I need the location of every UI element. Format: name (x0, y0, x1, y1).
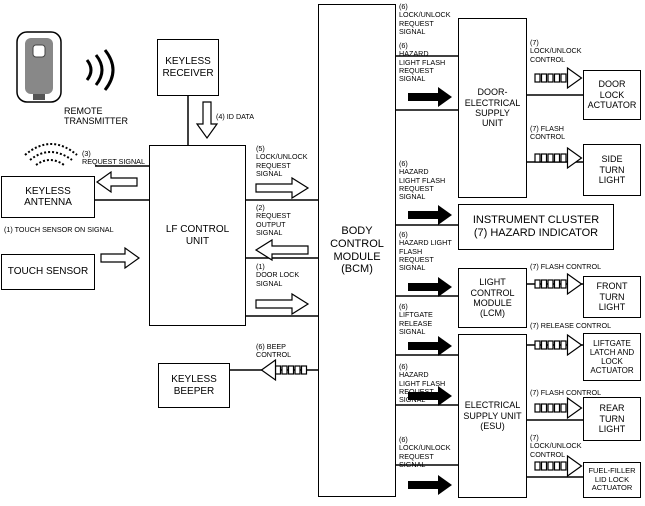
hazard-arrow-door (408, 87, 452, 107)
door-lock-signal-arrow (255, 292, 310, 316)
side-turn-light-box: SIDE TURN LIGHT (583, 144, 641, 196)
keyless-beeper-box: KEYLESS BEEPER (158, 363, 230, 408)
lcm-box: LIGHT CONTROL MODULE (LCM) (458, 268, 527, 328)
front-turn-light-box: FRONT TURN LIGHT (583, 276, 641, 318)
keyless-receiver-box: KEYLESS RECEIVER (157, 39, 219, 96)
liftgate-arrow (408, 336, 452, 356)
keyless-antenna-box: KEYLESS ANTENNA (1, 176, 95, 218)
door-esu-box: DOOR- ELECTRICAL SUPPLY UNIT (458, 18, 527, 198)
release-control-arrow (534, 333, 583, 357)
release-control-label: (7) RELEASE CONTROL (530, 321, 612, 330)
radio-wave-icon (85, 49, 115, 91)
lock-unlock-control-door-arrow (534, 66, 583, 90)
lock-unlock-control-fuel-label: (7) LOCK/UNLOCK CONTROL (530, 433, 582, 459)
door-lock-signal-label: (1) DOOR LOCK SIGNAL (256, 262, 300, 288)
request-output-label: (2) REQUEST OUTPUT SIGNAL (256, 203, 291, 237)
hazard-arrow-esu (408, 386, 452, 406)
remote-transmitter-icon (16, 31, 62, 103)
touch-sensor-box: TOUCH SENSOR (1, 254, 95, 290)
remote-transmitter-label: REMOTE TRANSMITTER (64, 106, 128, 127)
door-lock-actuator-box: DOOR LOCK ACTUATOR (583, 70, 641, 120)
bcm-hazard-4-label: (6) HAZARD LIGHT FLASH REQUEST SIGNAL (399, 362, 446, 405)
lock-unlock-arrow-esu (408, 475, 452, 495)
hazard-arrow-lcm (408, 277, 452, 297)
lock-unlock-request-arrow (255, 176, 310, 200)
id-data-label: (4) ID DATA (216, 112, 255, 121)
liftgate-actuator-box: LIFTGATE LATCH AND LOCK ACTUATOR (583, 333, 641, 381)
request-signal-label: (3) REQUEST SIGNAL (82, 149, 145, 167)
request-signal-arrow (95, 170, 138, 194)
bcm-box: BODY CONTROL MODULE (BCM) (318, 4, 396, 497)
lock-unlock-control-door-label: (7) LOCK/UNLOCK CONTROL (530, 38, 582, 64)
lock-unlock-request-label: (5) LOCK/UNLOCK REQUEST SIGNAL (256, 144, 308, 178)
beep-control-arrow (260, 358, 308, 382)
touch-sensor-arrow (100, 246, 141, 270)
antenna-wave-icon (24, 143, 78, 166)
bcm-hazard-2-label: (6) HAZARD LIGHT FLASH REQUEST SIGNAL (399, 159, 446, 202)
id-data-arrow (195, 101, 219, 140)
touch-sensor-on-label: (1) TOUCH SENSOR ON SIGNAL (4, 225, 114, 234)
bcm-lock-unlock-bottom-label: (6) LOCK/UNLOCK REQUEST SIGNAL (399, 435, 451, 469)
flash-control-rear-arrow (534, 396, 583, 420)
bcm-lock-unlock-top-label: (6) LOCK/UNLOCK REQUEST SIGNAL (399, 2, 451, 36)
bcm-hazard-3-label: (6) HAZARD LIGHT FLASH REQUEST SIGNAL (399, 230, 452, 273)
rear-turn-light-box: REAR TURN LIGHT (583, 397, 641, 441)
bcm-hazard-1-label: (6) HAZARD LIGHT FLASH REQUEST SIGNAL (399, 41, 446, 84)
flash-control-rear-label: (7) FLASH CONTROL (530, 388, 602, 397)
flash-control-front-label: (7) FLASH CONTROL (530, 262, 602, 271)
fuel-filler-actuator-box: FUEL-FILLER LID LOCK ACTUATOR (583, 462, 641, 498)
flash-control-front-arrow (534, 272, 583, 296)
lock-unlock-control-fuel-arrow (534, 454, 583, 478)
hazard-arrow-cluster (408, 205, 452, 225)
instrument-cluster-box: INSTRUMENT CLUSTER (7) HAZARD INDICATOR (458, 204, 614, 250)
lf-control-unit-box: LF CONTROL UNIT (149, 145, 246, 326)
request-output-arrow (254, 238, 309, 262)
beep-control-label: (6) BEEP CONTROL (256, 342, 292, 360)
flash-control-side-arrow (534, 146, 583, 170)
flash-control-side-label: (7) FLASH CONTROL (530, 124, 566, 142)
esu-box: ELECTRICAL SUPPLY UNIT (ESU) (458, 334, 527, 498)
bcm-liftgate-label: (6) LIFTGATE RELEASE SIGNAL (399, 302, 433, 336)
